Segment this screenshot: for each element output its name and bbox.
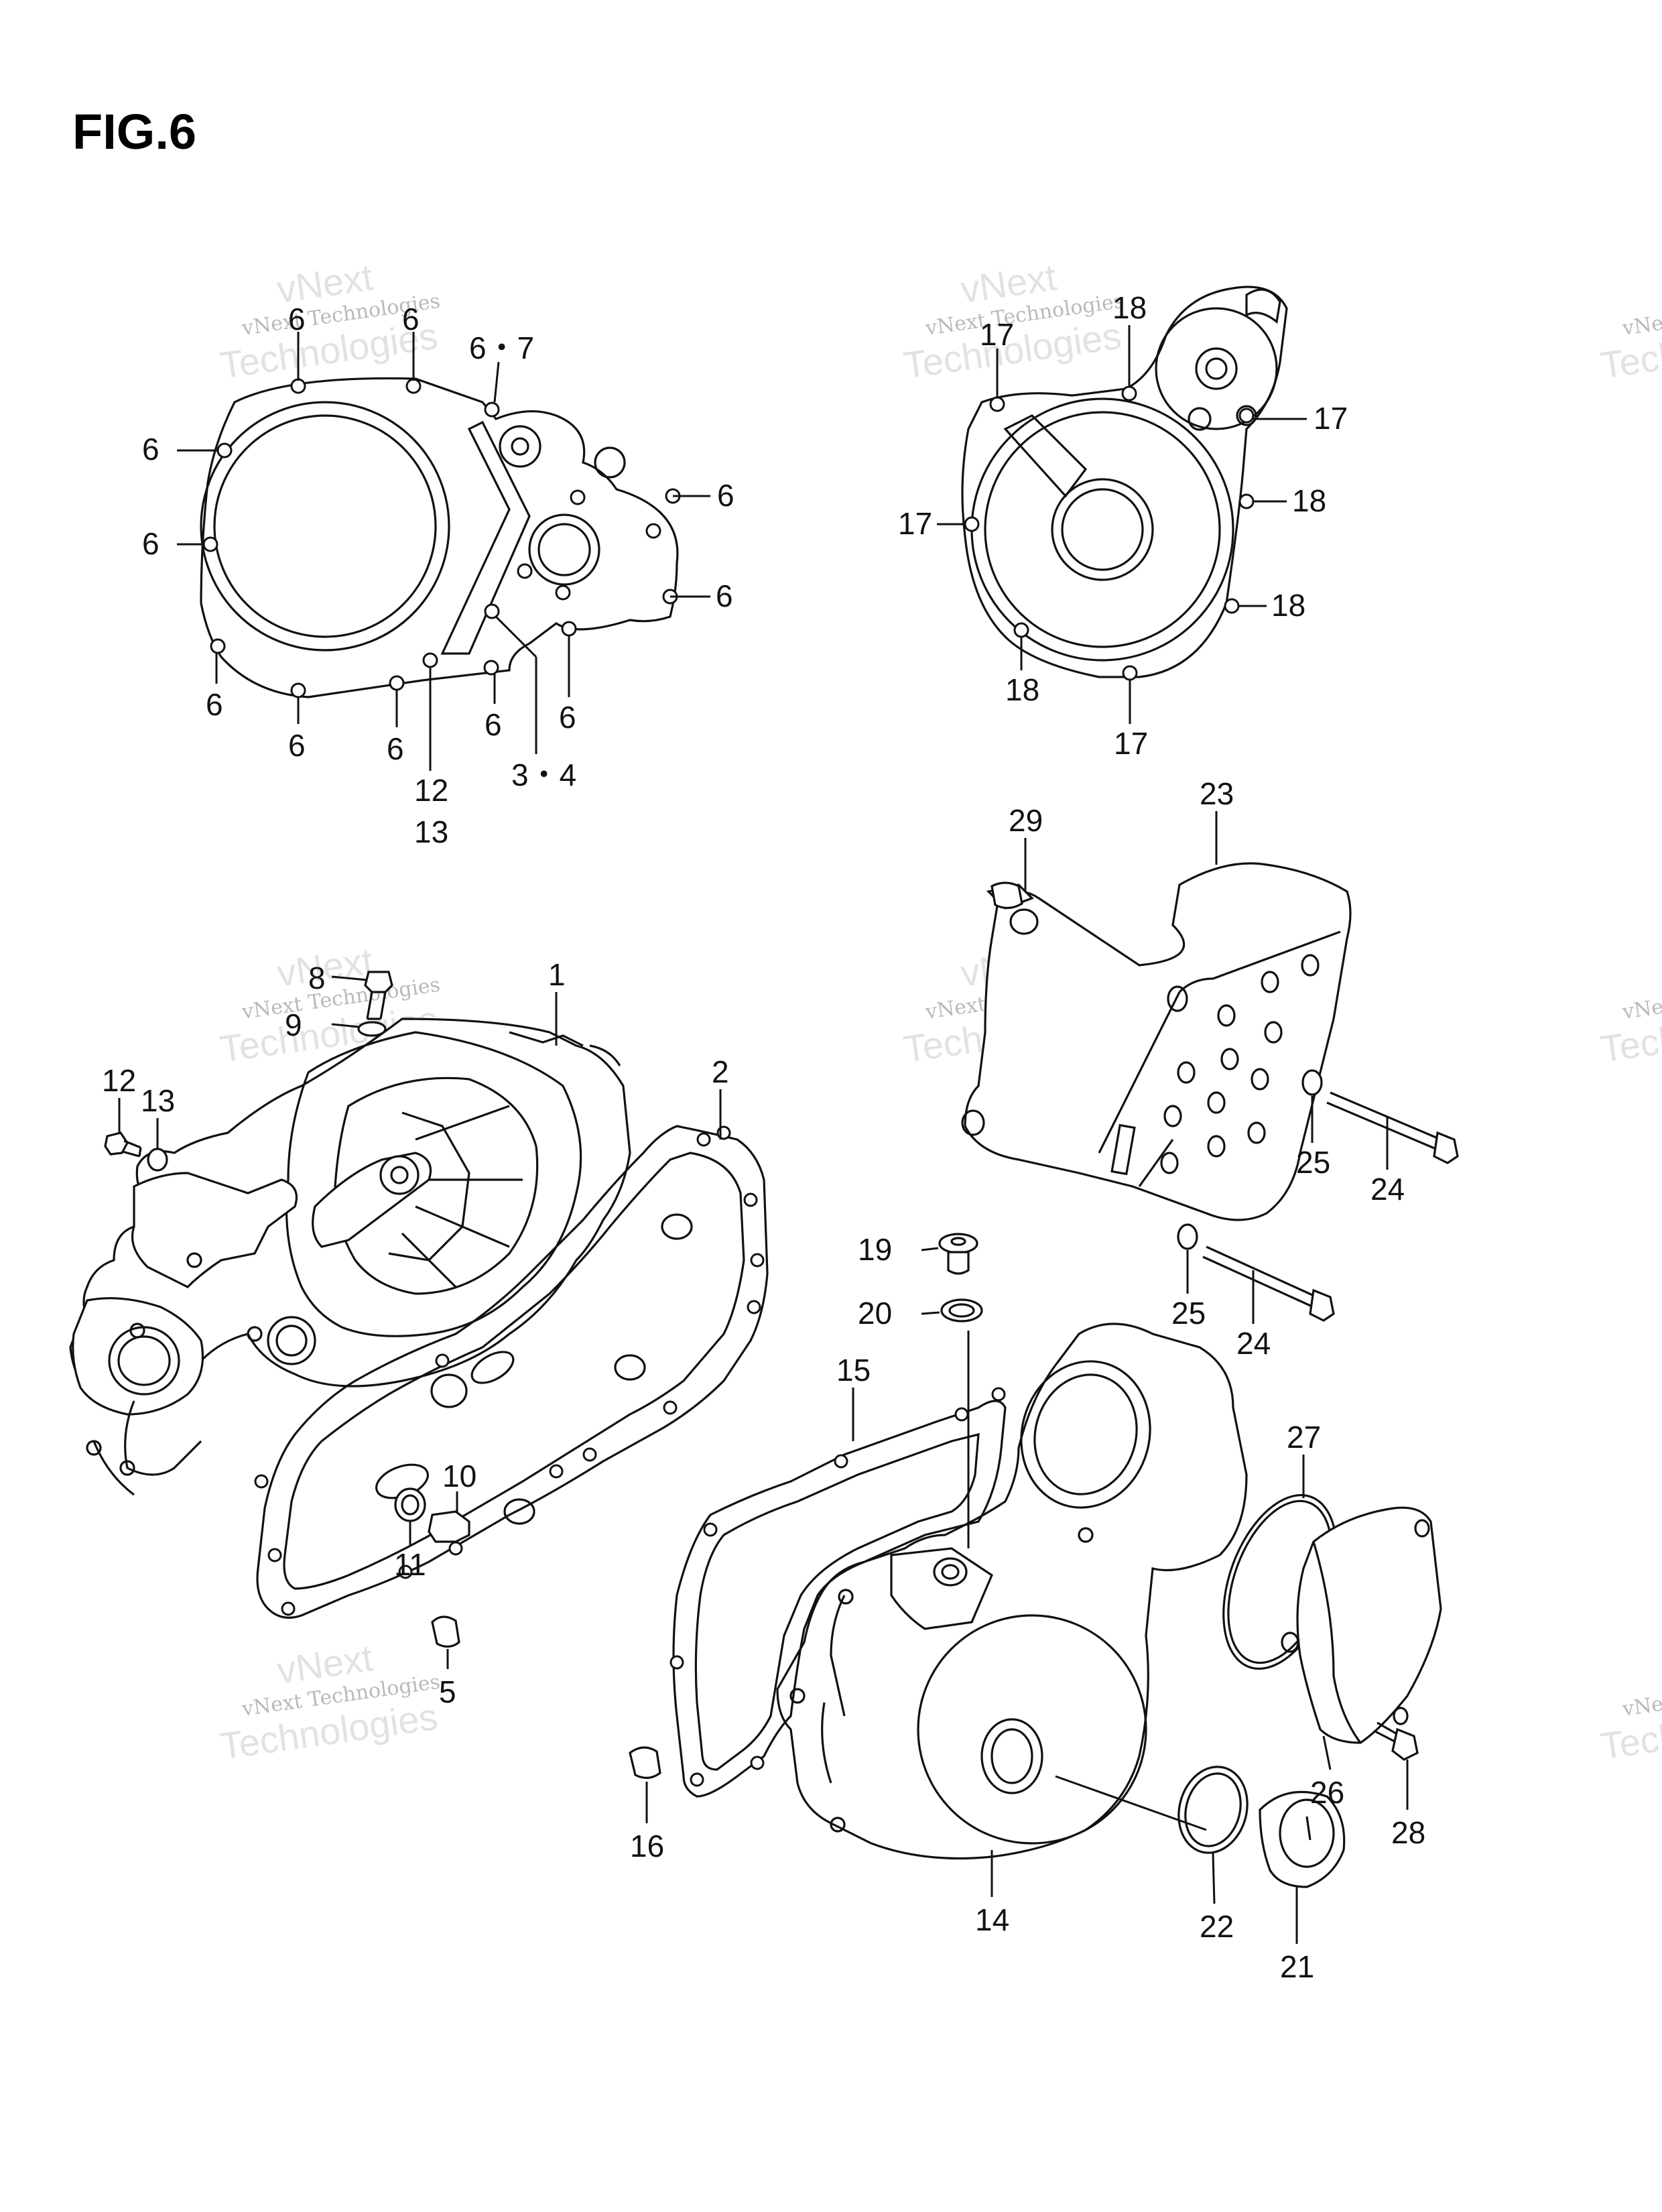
callout-15: 15 xyxy=(836,1353,871,1388)
callout-5: 5 xyxy=(439,1674,456,1709)
washer-25a xyxy=(1301,1069,1323,1096)
callout-9: 9 xyxy=(285,1007,302,1042)
callout-6: 6 xyxy=(206,687,223,722)
washer-13 xyxy=(147,1148,168,1172)
callout-27: 27 xyxy=(1287,1420,1321,1455)
bolt-28 xyxy=(1373,1721,1419,1761)
callout-3-4: 3・4 xyxy=(511,757,576,792)
dowel-16 xyxy=(629,1746,661,1779)
callout-labels: 6 6 6・7 6 6 6 6 6 6 6 6 6 12 13 3・4 18 1… xyxy=(102,290,1425,1984)
washer-11 xyxy=(394,1487,426,1522)
callout-21: 21 xyxy=(1280,1949,1314,1984)
callout-17: 17 xyxy=(1314,401,1348,436)
callout-11: 11 xyxy=(394,1547,426,1582)
callout-6: 6 xyxy=(402,302,420,336)
callout-2: 2 xyxy=(712,1054,729,1089)
callout-6: 6 xyxy=(142,526,159,561)
callout-19: 19 xyxy=(858,1232,892,1267)
callout-18: 18 xyxy=(1112,290,1147,325)
cover-26 xyxy=(1281,1506,1442,1744)
generator-cover-plate xyxy=(961,862,1352,1221)
svg-text:vNext Technologies: vNext Technologies xyxy=(1620,290,1662,341)
callout-28: 28 xyxy=(1391,1815,1425,1850)
bolt-12 xyxy=(104,1131,142,1158)
callout-29: 29 xyxy=(1009,803,1043,838)
callout-6: 6 xyxy=(387,731,404,766)
leader-lines xyxy=(118,325,1409,1944)
washer-9 xyxy=(357,1021,387,1037)
callout-8: 8 xyxy=(308,961,326,995)
svg-text:vNext Technologies: vNext Technologies xyxy=(1620,973,1662,1024)
clutch-cover-gasket-outline xyxy=(200,377,681,698)
callout-25: 25 xyxy=(1171,1296,1206,1331)
callout-23: 23 xyxy=(1200,776,1234,811)
callout-6-7: 6・7 xyxy=(469,330,534,365)
watermark: vNext Technologies Technologies xyxy=(1598,290,1662,387)
watermark: vNext vNext Technologies Technologies xyxy=(217,1636,442,1767)
bolt-8 xyxy=(364,971,393,1020)
callout-6: 6 xyxy=(485,707,502,742)
watermark: vNext vNext Technologies Technologies xyxy=(901,255,1125,386)
callout-16: 16 xyxy=(630,1829,664,1863)
plug-19 xyxy=(938,1233,978,1275)
callout-22: 22 xyxy=(1200,1909,1234,1944)
callout-12: 12 xyxy=(414,773,448,808)
dowel-pin-5 xyxy=(431,1615,460,1648)
o-ring-22 xyxy=(1177,1766,1249,1854)
callout-13: 13 xyxy=(414,814,448,849)
callout-6: 6 xyxy=(559,700,576,735)
gasket-20 xyxy=(940,1298,983,1323)
callout-13: 13 xyxy=(141,1083,175,1118)
callout-17: 17 xyxy=(980,317,1014,352)
callout-6: 6 xyxy=(717,478,734,513)
callout-20: 20 xyxy=(858,1296,892,1331)
callout-18: 18 xyxy=(1271,588,1305,623)
watermark: vNext Technologies Technologies xyxy=(1598,1670,1662,1768)
callout-12: 12 xyxy=(102,1063,136,1098)
callout-6: 6 xyxy=(288,302,306,336)
callout-24: 24 xyxy=(1370,1172,1405,1207)
callout-6: 6 xyxy=(142,432,159,467)
callout-1: 1 xyxy=(548,957,566,992)
bolt-24b xyxy=(1202,1245,1335,1322)
drain-plug-10 xyxy=(428,1510,470,1543)
callout-10: 10 xyxy=(442,1459,476,1493)
callout-17: 17 xyxy=(898,506,932,541)
callout-6: 6 xyxy=(716,578,733,613)
callout-24: 24 xyxy=(1236,1326,1271,1361)
dowel-29 xyxy=(990,881,1023,910)
callout-17: 17 xyxy=(1114,726,1148,761)
callout-6: 6 xyxy=(288,728,306,763)
callout-18: 18 xyxy=(1292,483,1326,518)
callout-18: 18 xyxy=(1005,672,1039,707)
callout-26: 26 xyxy=(1310,1775,1344,1810)
svg-text:vNext Technologies: vNext Technologies xyxy=(1620,1670,1662,1721)
bolt-24a xyxy=(1326,1091,1459,1164)
washer-25b xyxy=(1177,1223,1198,1250)
generator-cover-gasket-outline xyxy=(961,286,1288,681)
callout-14: 14 xyxy=(975,1902,1009,1937)
generator-cover-gasket xyxy=(669,1387,1007,1798)
callout-25: 25 xyxy=(1296,1145,1330,1180)
watermark: vNext Technologies Technologies xyxy=(1598,973,1662,1070)
cap-21 xyxy=(1259,1790,1346,1888)
figure-title: FIG.6 xyxy=(72,104,196,160)
generator-cover xyxy=(776,1323,1248,1860)
